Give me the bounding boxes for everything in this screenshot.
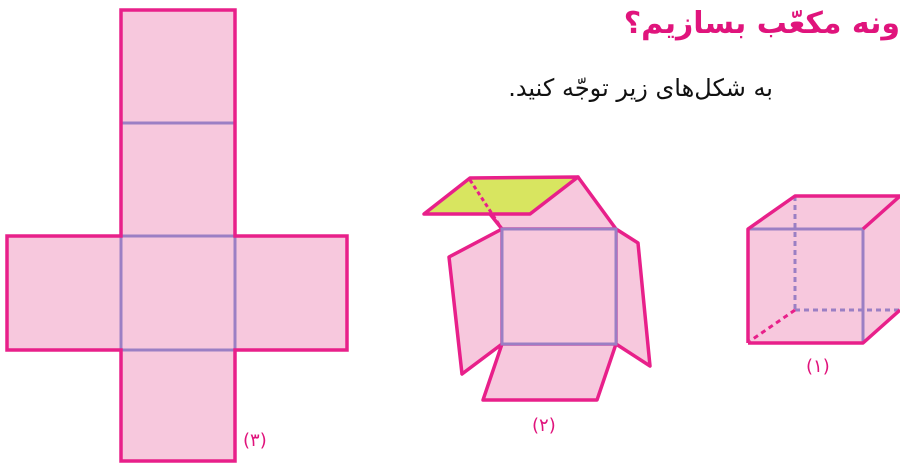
cube-outline [746,194,900,343]
cube-outline-right [748,308,900,345]
net-face-bottom [121,350,235,461]
net-outline [5,8,349,463]
folded-center-face [502,229,616,344]
net-face-left [7,236,121,350]
net-face-right [235,236,347,350]
folded-net [422,175,652,402]
figure-1-label: (۱) [806,356,830,377]
cube-side-face [863,196,900,343]
cube-outline-diagonal [861,194,900,231]
net-face-top [121,10,235,123]
folded-bottom-flap [481,342,618,402]
folded-fold-lines [500,227,618,346]
cube-hidden-edges [749,196,900,343]
figure-3-label: (۳) [243,430,267,451]
cube [746,194,900,345]
folded-left-flap [447,227,504,376]
net-fold-lines [119,121,237,352]
net-face-upper [121,123,235,236]
instruction-text: به شکل‌های زیر توجّه کنید. [508,74,773,102]
folded-hidden-edge [468,179,502,227]
cube-front-face [748,229,863,343]
section-heading: ونه مکعّب بسازیم؟ [623,6,900,41]
figure-2-label: (۲) [532,415,556,436]
folded-top-flap [422,175,580,216]
cross-net [5,8,349,463]
cube-inner-edges [748,227,865,343]
net-face-center [121,236,235,350]
folded-right-flap [614,227,652,368]
